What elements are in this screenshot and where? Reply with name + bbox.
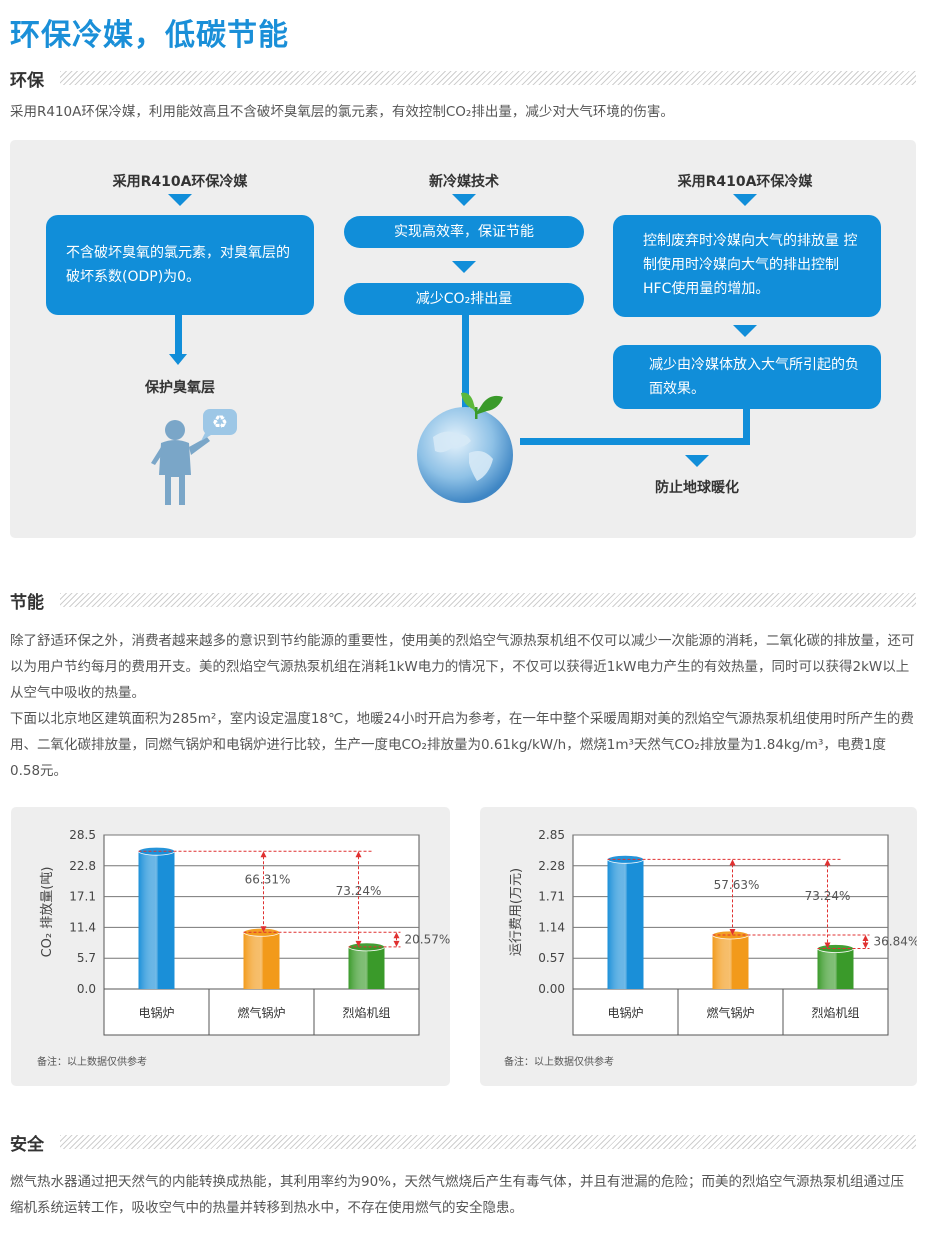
x-tick-label: 燃气锅炉: [237, 1005, 285, 1020]
x-tick-label: 燃气锅炉: [706, 1005, 754, 1020]
person-recycle-icon: ♻: [151, 409, 237, 505]
chart-note: 备注：以上数据仅供参考: [504, 1057, 614, 1068]
bar-shading: [712, 934, 749, 989]
data-label: 20.57%: [405, 933, 451, 947]
arrow-down-icon: [733, 194, 757, 206]
col1-header: 采用R410A环保冷媒: [112, 174, 248, 190]
data-label: 66.31%: [245, 873, 291, 887]
arrow-down-icon: [168, 194, 192, 206]
category-table: [103, 988, 420, 1036]
y-tick-label: 17.1: [69, 890, 96, 904]
y-tick-label: 1.14: [538, 920, 565, 934]
arrow-head: [355, 851, 362, 858]
col2-pill-efficiency: 实现高效率，保证节能: [344, 216, 584, 248]
col3-header: 采用R410A环保冷媒: [677, 174, 813, 190]
connector-line: [520, 438, 750, 445]
chart-panel-co2: 28.5 22.8 17.1 11.4 5.7 0.0 电锅炉 燃气锅炉 烈焰机组 CO₂ 排放量…: [11, 807, 450, 1086]
section-title: 环保: [10, 70, 44, 91]
chart-panel-cost: 2.85 2.28 1.71 1.14 0.57 0.00 电锅炉 燃气锅炉 烈焰机组 运行费用(…: [480, 807, 917, 1086]
eco-diagram-panel: 采用R410A环保冷媒 不含破坏臭氧的氯元素，对臭氧层的破坏系数(ODP)为0。…: [10, 140, 916, 538]
safety-description: 燃气热水器通过把天然气的内能转换成热能，其利用率约为90%，天然气燃烧后产生有毒…: [10, 1174, 905, 1216]
col2-header: 新冷媒技术: [429, 174, 499, 190]
col1-result: 保护臭氧层: [145, 380, 215, 396]
col3-box-effect: 减少由冷媒体放入大气所引起的负面效果。: [613, 345, 881, 409]
col3-box-control: 控制废弃时冷媒向大气的排放量 控制使用时冷媒向大气的排出控制HFC使用量的增加。: [613, 215, 881, 317]
globe-icon: [417, 392, 513, 503]
energy-description-1: 除了舒适环保之外，消费者越来越多的意识到节约能源的重要性，使用美的烈焰空气源热泵…: [10, 633, 915, 701]
co2-emission-chart: 28.5 22.8 17.1 11.4 5.7 0.0 电锅炉 燃气锅炉 烈焰机组 CO₂ 排放量…: [40, 828, 451, 1036]
arrow-down-icon: [685, 455, 709, 467]
bar-shading: [607, 859, 644, 989]
arrow-head: [824, 942, 831, 949]
y-tick-label: 0.00: [538, 982, 565, 996]
col3-result: 防止地球暖化: [655, 480, 739, 496]
data-label: 57.63%: [714, 878, 760, 892]
data-label: 73.24%: [805, 889, 851, 903]
hatch-divider: [60, 1135, 916, 1149]
data-label: 36.84%: [874, 935, 918, 949]
page-title: 环保冷媒，低碳节能: [10, 18, 289, 53]
hatch-divider: [60, 71, 916, 85]
energy-description-2: 下面以北京地区建筑面积为285m²，室内设定温度18℃，地暖24小时开启为参考，…: [10, 711, 914, 779]
arrow-head: [824, 859, 831, 866]
section-title: 节能: [10, 592, 44, 613]
x-tick-label: 电锅炉: [138, 1005, 174, 1020]
y-axis-label: CO₂ 排放量(吨): [40, 867, 55, 958]
arrow-head: [862, 942, 869, 949]
hatch-divider: [60, 593, 916, 607]
section-title: 安全: [10, 1134, 44, 1155]
y-tick-label: 5.7: [77, 951, 96, 965]
chart-note: 备注：以上数据仅供参考: [37, 1057, 147, 1068]
arrow-head: [260, 926, 267, 933]
arrow-head: [393, 940, 400, 947]
y-tick-label: 2.28: [538, 859, 565, 873]
y-axis-label: 运行费用(万元): [509, 868, 524, 956]
bar-shading: [138, 851, 175, 989]
bar-shading: [348, 946, 385, 989]
arrow-head: [393, 932, 400, 939]
y-tick-label: 22.8: [69, 859, 96, 873]
arrow-down-icon: [452, 194, 476, 206]
svg-text:♻: ♻: [212, 412, 228, 433]
category-table: [572, 988, 889, 1036]
arrow-down-icon: [452, 261, 476, 273]
arrow-down-icon: [733, 325, 757, 337]
x-tick-label: 烈焰机组: [342, 1005, 390, 1020]
col1-box: 不含破坏臭氧的氯元素，对臭氧层的破坏系数(ODP)为0。: [46, 215, 314, 315]
y-tick-label: 28.5: [69, 828, 96, 842]
arrow-down-icon: [169, 354, 187, 365]
y-tick-label: 0.57: [538, 951, 565, 965]
section-header-safety: 安全: [10, 1130, 916, 1155]
x-tick-label: 电锅炉: [607, 1005, 643, 1020]
connector-line: [462, 315, 469, 435]
section-header-energy: 节能: [10, 588, 916, 613]
col2-pill-co2: 减少CO₂排出量: [344, 283, 584, 315]
y-tick-label: 1.71: [538, 890, 565, 904]
y-tick-label: 2.85: [538, 828, 565, 842]
bar-shading: [817, 948, 854, 989]
arrow-head: [729, 928, 736, 935]
connector-line: [175, 315, 182, 359]
arrow-head: [862, 934, 869, 941]
bar-shading: [243, 932, 280, 989]
data-label: 73.24%: [336, 884, 382, 898]
section-header-eco: 环保: [10, 66, 916, 91]
running-cost-chart: 2.85 2.28 1.71 1.14 0.57 0.00 电锅炉 燃气锅炉 烈焰机组 运行费用(…: [509, 828, 918, 1036]
x-tick-label: 烈焰机组: [811, 1005, 859, 1020]
arrow-head: [729, 859, 736, 866]
arrow-head: [260, 851, 267, 858]
y-tick-label: 0.0: [77, 982, 96, 996]
y-tick-label: 11.4: [69, 920, 96, 934]
arrow-head: [355, 940, 362, 947]
eco-description: 采用R410A环保冷媒，利用能效高且不含破坏臭氧层的氯元素，有效控制CO₂排出量…: [10, 104, 674, 120]
connector-line: [743, 409, 750, 445]
